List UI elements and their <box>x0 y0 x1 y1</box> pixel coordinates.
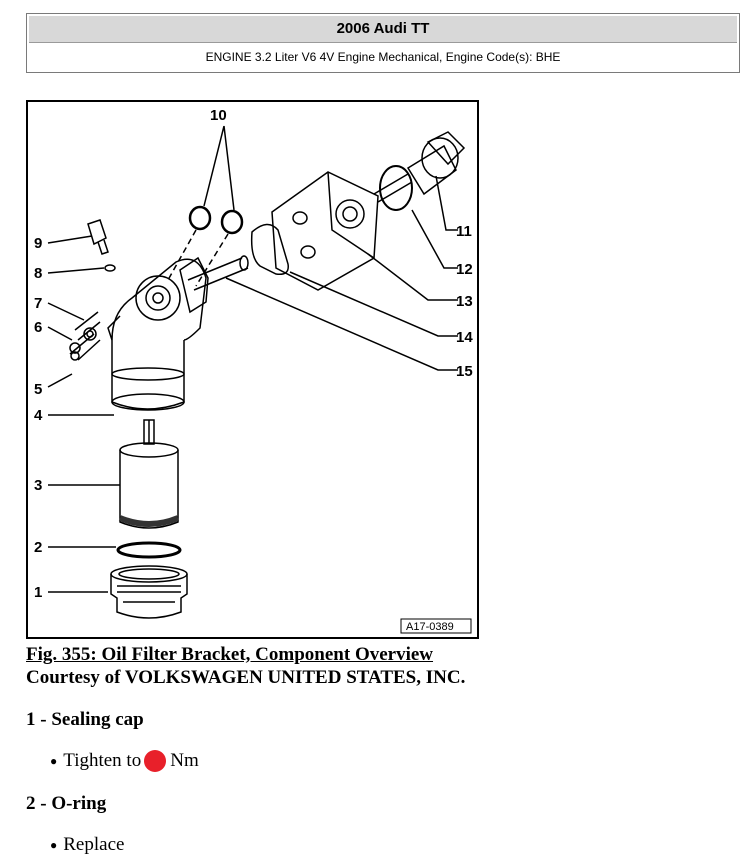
label-1: 1 <box>34 584 42 601</box>
diagram-drawing: 1 2 3 4 5 6 7 8 9 10 11 12 13 14 15 A17-… <box>34 107 473 634</box>
label-7: 7 <box>34 295 42 312</box>
section-subtitle: ENGINE 3.2 Liter V6 4V Engine Mechanical… <box>205 50 561 64</box>
label-15: 15 <box>456 363 473 380</box>
bullet-dot-icon: ● <box>50 753 58 768</box>
label-10: 10 <box>210 107 227 124</box>
label-3: 3 <box>34 477 42 494</box>
bullet-replace: ● Replace <box>50 834 124 856</box>
label-14: 14 <box>456 329 473 346</box>
document-header: 2006 Audi TT ENGINE 3.2 Liter V6 4V Engi… <box>26 13 740 73</box>
label-5: 5 <box>34 381 42 398</box>
figure-caption: Fig. 355: Oil Filter Bracket, Component … <box>26 644 434 665</box>
torque-value-icon <box>144 750 167 772</box>
component-diagram: 1 2 3 4 5 6 7 8 9 10 11 12 13 14 15 A17-… <box>26 100 479 639</box>
bullet-dot-icon: ● <box>50 837 58 852</box>
bullet-tighten-unit: Nm <box>170 750 199 771</box>
bullet-tighten-text: Tighten to <box>63 750 142 771</box>
figure-courtesy: Courtesy of VOLKSWAGEN UNITED STATES, IN… <box>26 667 466 688</box>
item-heading-sealing-cap: 1 - Sealing cap <box>26 709 144 730</box>
bullet-replace-text: Replace <box>63 834 125 855</box>
label-4: 4 <box>34 407 43 424</box>
label-2: 2 <box>34 539 42 556</box>
label-6: 6 <box>34 319 42 336</box>
label-12: 12 <box>456 261 473 278</box>
label-11: 11 <box>456 223 472 240</box>
item-heading-o-ring: 2 - O-ring <box>26 793 107 814</box>
label-9: 9 <box>34 235 42 252</box>
vehicle-title: 2006 Audi TT <box>29 16 737 43</box>
label-13: 13 <box>456 293 473 310</box>
bullet-tighten: ● Tighten to Nm <box>50 750 199 772</box>
figure-ref-code: A17-0389 <box>406 621 454 633</box>
label-8: 8 <box>34 265 42 282</box>
